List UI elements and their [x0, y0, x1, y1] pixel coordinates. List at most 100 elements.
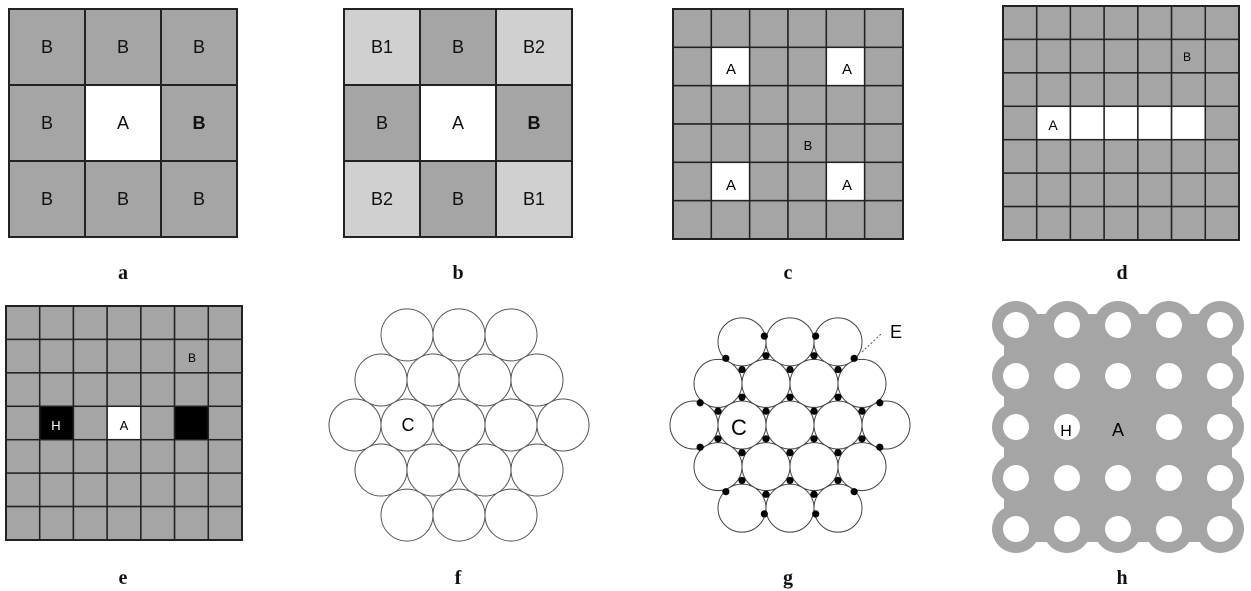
- d-cell-4-0: [1002, 138, 1038, 174]
- e-cell-2-2: [72, 372, 108, 408]
- e-cell-1-2: [72, 338, 108, 374]
- cell-a-6: B: [10, 162, 84, 236]
- d-cell-1-3: [1103, 38, 1139, 74]
- cell-a-0: B: [10, 10, 84, 84]
- c-cell-0-5: [863, 8, 904, 49]
- g-dot-11: [858, 407, 866, 415]
- e-cell-0-0: [5, 305, 41, 341]
- d-cell-3-5: [1170, 105, 1207, 141]
- g-dot-25: [722, 354, 730, 362]
- panel-c-grid: A A B A A: [672, 8, 904, 240]
- g-circle-7: [669, 400, 719, 450]
- h-ring-hole-3: [1156, 312, 1182, 338]
- h-ring-hole-20: [1003, 516, 1029, 542]
- d-cell-3-3: [1103, 105, 1139, 141]
- g-dot-3: [786, 365, 794, 374]
- h-ring-hole-4: [1207, 312, 1233, 338]
- cell-b-4: A: [421, 86, 495, 160]
- g-circle-18: [813, 483, 863, 533]
- e-cell-4-0: [5, 438, 41, 474]
- h-ring-hole-24: [1207, 516, 1233, 542]
- f-circle-18: [484, 488, 538, 542]
- d-cell-2-0: [1002, 72, 1038, 108]
- label-c-a4: A: [842, 177, 852, 194]
- g-dot-22: [834, 476, 842, 485]
- d-cell-6-3: [1103, 205, 1139, 241]
- d-cell-0-5: [1170, 5, 1207, 41]
- c-cell-0-1: [710, 8, 751, 49]
- g-circle-6: [837, 358, 887, 408]
- d-cell-1-1: [1035, 38, 1072, 74]
- d-cell-0-3: [1103, 5, 1139, 41]
- g-dot-31: [876, 443, 884, 451]
- e-cell-1-0: [5, 338, 41, 374]
- g-dot-29: [876, 399, 884, 407]
- h-ring-hole-15: [1003, 465, 1029, 491]
- cell-a-2: B: [162, 10, 236, 84]
- d-cell-1-5: [1170, 38, 1207, 74]
- c-cell-2-1: [710, 84, 751, 125]
- c-cell-1-3: [787, 46, 828, 87]
- g-dot-15: [810, 435, 818, 443]
- g-circle-11: [861, 400, 911, 450]
- c-cell-2-0: [672, 84, 713, 125]
- d-cell-4-1: [1035, 138, 1072, 174]
- c-cell-5-3: [787, 199, 828, 240]
- g-circle-4: [741, 358, 791, 408]
- f-circle-4: [406, 353, 460, 407]
- f-circle-16: [380, 488, 434, 542]
- label-d-a: A: [1048, 117, 1058, 133]
- c-cell-0-2: [748, 8, 789, 49]
- f-circle-11: [536, 398, 590, 452]
- d-cell-1-2: [1069, 38, 1105, 74]
- g-dot-12: [714, 435, 722, 443]
- e-cell-3-0: [5, 405, 41, 441]
- g-circle-10: [813, 400, 863, 450]
- g-dot-8: [762, 407, 770, 415]
- label-e-a: A: [120, 418, 129, 433]
- e-cell-2-1: [38, 372, 75, 408]
- d-cell-2-4: [1137, 72, 1173, 108]
- f-circle-3: [354, 353, 408, 407]
- d-cell-5-3: [1103, 172, 1139, 208]
- f-circle-2: [484, 308, 538, 362]
- d-cell-5-6: [1204, 172, 1240, 208]
- e-cell-1-3: [106, 338, 142, 374]
- d-cell-1-0: [1002, 38, 1038, 74]
- d-cell-6-6: [1204, 205, 1240, 241]
- c-cell-4-2: [748, 161, 789, 202]
- h-ring-outer-12: [1094, 403, 1142, 451]
- cell-a-1: B: [86, 10, 160, 84]
- caption-h: h: [1116, 567, 1128, 589]
- e-cell-2-5: [173, 372, 210, 408]
- h-ring-hole-8: [1156, 363, 1182, 389]
- cell-a-7: B: [86, 162, 160, 236]
- e-cell-3-5: [173, 405, 210, 441]
- label-g-c: C: [731, 415, 747, 440]
- d-cell-3-4: [1137, 105, 1173, 141]
- e-cell-3-6: [207, 405, 243, 441]
- c-cell-5-0: [672, 199, 713, 240]
- d-cell-3-2: [1069, 105, 1105, 141]
- e-cell-4-1: [38, 438, 75, 474]
- h-ring-hole-22: [1105, 516, 1131, 542]
- g-dot-17: [858, 435, 866, 443]
- e-cell-5-2: [72, 472, 108, 508]
- e-cell-5-3: [106, 472, 142, 508]
- caption-a: a: [118, 262, 128, 284]
- e-cell-6-4: [140, 505, 176, 541]
- c-cell-2-5: [863, 84, 904, 125]
- c-cell-3-1: [710, 123, 751, 164]
- c-cell-1-0: [672, 46, 713, 87]
- h-ring-hole-14: [1207, 414, 1233, 440]
- c-cell-4-0: [672, 161, 713, 202]
- d-cell-0-4: [1137, 5, 1173, 41]
- h-ring-hole-17: [1105, 465, 1131, 491]
- c-cell-0-3: [787, 8, 828, 49]
- e-cell-6-1: [38, 505, 75, 541]
- e-cell-6-6: [207, 505, 243, 541]
- c-cell-2-3: [787, 84, 828, 125]
- cell-b-6: B2: [345, 162, 419, 236]
- g-dot-28: [696, 399, 704, 407]
- g-dot-24: [760, 332, 768, 340]
